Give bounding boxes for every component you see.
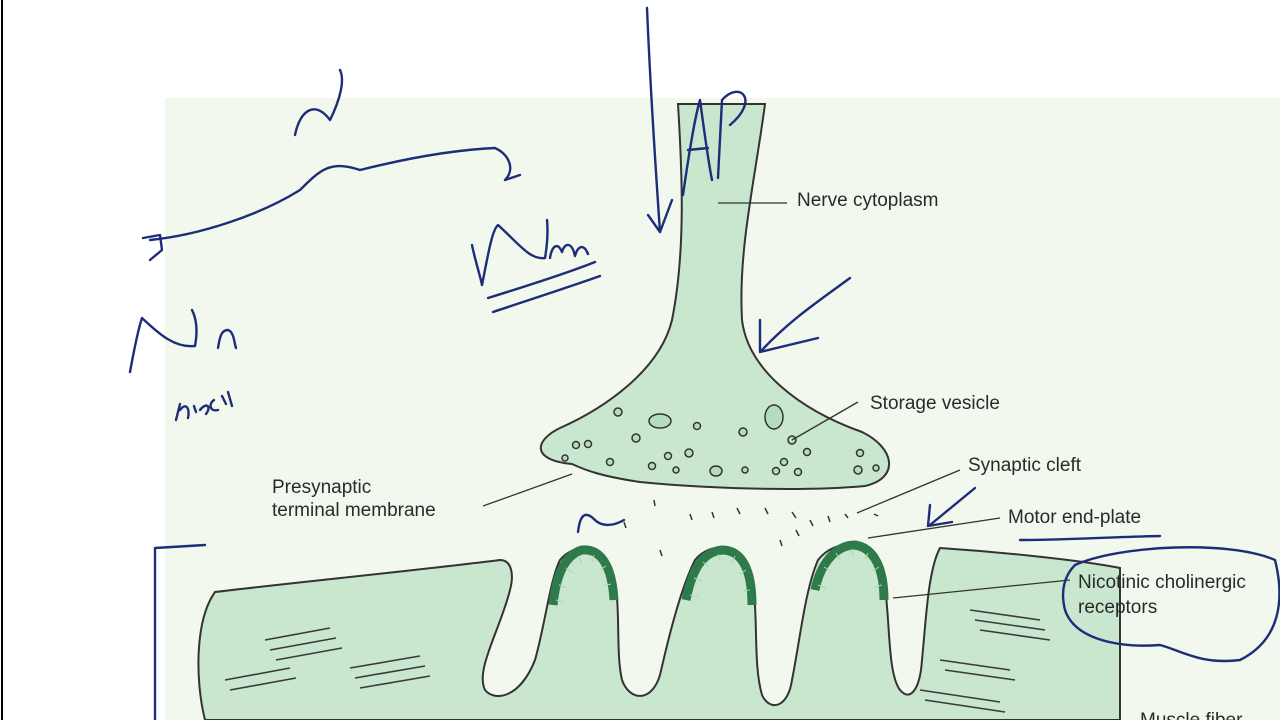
label-motor-end-plate: Motor end-plate: [1008, 507, 1141, 528]
nicotinic-receptor-bands: [548, 540, 889, 606]
label-muscle-fiber: Muscle fiber: [1140, 710, 1243, 720]
cleft-acetylcholine-dots: [623, 499, 879, 557]
label-presynaptic-line1: Presynaptic: [272, 477, 371, 498]
nerve-terminal: [539, 103, 891, 490]
leader-synaptic-cleft: [856, 469, 961, 514]
label-nerve-cytoplasm: Nerve cytoplasm: [797, 190, 939, 211]
muscle-striations: [224, 609, 1051, 713]
handwritten-nn-sub: n: [0, 0, 1, 1]
label-storage-vesicle: Storage vesicle: [870, 393, 1000, 414]
label-presynaptic-line2: terminal membrane: [272, 500, 436, 521]
label-nicotinic-line2: receptors: [1078, 597, 1157, 618]
label-nicotinic-line1: Nicotinic cholinergic: [1078, 572, 1246, 593]
leader-storage-vesicle: [791, 401, 859, 441]
label-synaptic-cleft: Synaptic cleft: [968, 455, 1082, 476]
leader-presynaptic: [482, 473, 573, 507]
storage-vesicles: [561, 404, 880, 477]
leader-nicotinic: [892, 579, 1071, 599]
handwritten-nm-sub: m: [0, 0, 1, 1]
receptor-ticks: [555, 548, 883, 603]
leader-motor-end-plate: [867, 517, 1001, 539]
